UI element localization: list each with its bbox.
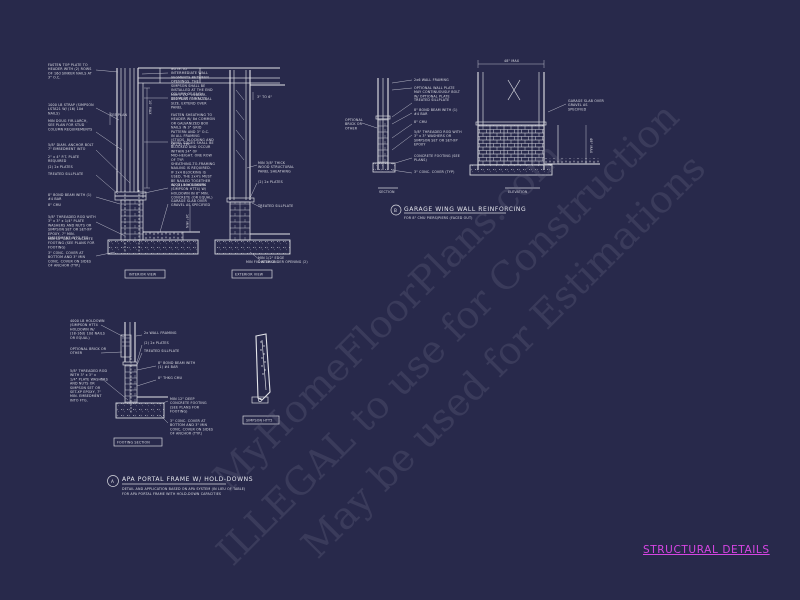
- dim-min-fig: MIN FIG WITH UNDER OPENING (2): [246, 260, 308, 264]
- exterior-view-caption: EXTERIOR VIEW: [235, 273, 264, 277]
- interior-view-caption: INTERIOR VIEW: [129, 273, 157, 277]
- detail-a-title: APA PORTAL FRAME W/ HOLD-DOWNS: [122, 476, 253, 483]
- note-label: 8" BOND BEAM WITH (1)#4 BAR: [414, 108, 458, 116]
- note-label: 3" CONC. COVER (TYP): [414, 170, 455, 174]
- dim-elevation-width: 48" MAX: [504, 59, 520, 63]
- detail-b-title-block: B GARAGE WING WALL REINFORCING FOR 8" CM…: [390, 204, 526, 220]
- note-label: (2) 2x PLATES: [48, 165, 73, 169]
- note-label: TREATED SILLPLATE: [143, 349, 179, 353]
- dim-sixteen-min: 16" MIN: [185, 214, 189, 228]
- detail-a-marker: A: [111, 479, 114, 484]
- note-label: 8" BOND BEAM WITH (1)#4 BAR: [48, 193, 92, 201]
- elevation-caption: ELEVATION: [508, 190, 528, 194]
- note-label: TREATED SILLPLATE: [47, 172, 83, 176]
- footing-section-caption: FOOTING SECTION: [117, 441, 150, 445]
- interior-view-detail: 10' MAX SEE PLAN 16" MIN INTERIOR VIEW: [95, 67, 280, 279]
- wing-wall-section: SECTION: [361, 78, 413, 194]
- simpson-caption: SIMPSON HTT5: [246, 419, 272, 423]
- detail-b-title: GARAGE WING WALL REINFORCING: [404, 206, 526, 213]
- detail-a-title-block: A APA PORTAL FRAME W/ HOLD-DOWNS DETAIL …: [107, 475, 253, 496]
- detail-b-marker: B: [394, 208, 397, 213]
- wing-wall-elevation: 48" MAX 48" MAX ELEVATION: [469, 59, 600, 194]
- note-label: TREATED SILLPLATE: [257, 204, 293, 208]
- note-label: 8" CMU: [414, 120, 428, 124]
- note-label: 2x6 WALL FRAMING: [414, 78, 449, 82]
- note-label: 8" CMU: [48, 203, 62, 207]
- note-label: 2x WALL FRAMING: [144, 331, 177, 335]
- detail-b-subtitle: FOR 8" CMU PIERS/PIERS (FACED OUT): [404, 216, 473, 220]
- note-label: 8" THKG CMU: [158, 376, 183, 380]
- dim-elevation-height: 48" MAX: [589, 138, 593, 154]
- detail-a-note-1: DETAIL AND APPLICATION BASED ON APA SYST…: [122, 487, 245, 491]
- note-label: 4000 LB HOLDOWN(SIMPSON HTT4) W/HOLDOWN …: [171, 183, 213, 200]
- note-label: (2) 2x PLATES: [144, 341, 169, 345]
- dim-ten-max: 10' MAX: [148, 100, 152, 115]
- section-caption: SECTION: [379, 190, 395, 194]
- note-label: 8" BOND BEAM WITH(1) #4 BAR: [158, 361, 196, 369]
- note-label: TREATED SILLPLATE: [413, 98, 449, 102]
- dim-three-to-six: 3" TO 6": [257, 95, 272, 99]
- dim-see-plan: SEE PLAN: [110, 113, 128, 117]
- sheet-title-link[interactable]: STRUCTURAL DETAILS: [643, 544, 770, 556]
- note-label: (2) 2x PLATES: [258, 180, 283, 184]
- footing-section-detail: FOOTING SECTION: [100, 322, 169, 447]
- simpson-htt5-detail: SIMPSON HTT5: [242, 333, 280, 425]
- exterior-view-detail: 3" TO 6" MIN FIG WITH UNDER OPENING (2) …: [214, 70, 308, 279]
- detail-a-note-2: FOR APA PORTAL FRAME WITH HOLD-DOWN CAPA…: [122, 492, 221, 496]
